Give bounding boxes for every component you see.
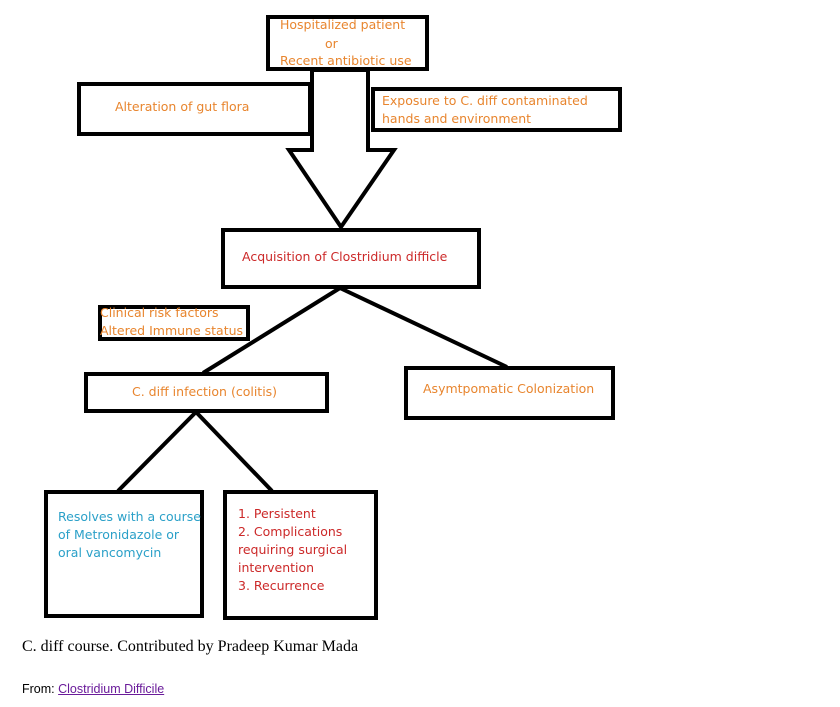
outcomes-text-3: requiring surgical — [238, 542, 348, 557]
source-line: From: Clostridium Difficile — [22, 682, 164, 696]
resolves-text-2: of Metronidazole or — [58, 527, 180, 542]
gut-flora-box — [77, 82, 312, 136]
resolves-text-1: Resolves with a course — [58, 509, 201, 524]
exposure-box — [371, 87, 622, 132]
risk-factors-box — [98, 305, 250, 341]
acquisition-box — [221, 228, 481, 289]
start-text-2: or — [325, 36, 338, 51]
outcomes-text-4: intervention — [238, 560, 315, 575]
exposure-text-1: Exposure to C. diff contaminated — [382, 93, 588, 108]
colonization-box — [404, 366, 615, 420]
source-prefix: From: — [22, 682, 55, 696]
infection-text: C. diff infection (colitis) — [132, 384, 278, 399]
resolves-text-3: oral vancomycin — [58, 545, 162, 560]
connector-acquisition-to-colonization — [339, 286, 508, 369]
connector-infection-to-outcomes — [194, 410, 274, 493]
outcomes-box — [223, 490, 378, 620]
outcomes-text-2: 2. Complications — [238, 524, 343, 539]
gut-flora-text: Alteration of gut flora — [115, 99, 250, 114]
colonization-text: Asymtpomatic Colonization — [423, 381, 595, 396]
figure-caption: C. diff course. Contributed by Pradeep K… — [22, 638, 359, 655]
start-box — [266, 15, 429, 71]
down-arrow — [285, 68, 398, 231]
exposure-text-2: hands and environment — [382, 111, 532, 126]
source-link[interactable]: Clostridium Difficile — [58, 682, 165, 696]
outcomes-text-1: 1. Persistent — [238, 506, 316, 521]
acquisition-text: Acquisition of Clostridium difficle — [242, 249, 448, 264]
start-text-3: Recent antibiotic use — [280, 53, 412, 68]
risk-factors-text-2: Altered Immune status — [100, 323, 244, 338]
connector-acquisition-to-infection — [201, 286, 342, 375]
resolves-box — [44, 490, 204, 618]
connector-infection-to-resolves — [116, 410, 198, 493]
outcomes-text-5: 3. Recurrence — [238, 578, 325, 593]
risk-factors-text-1: Clinical risk factors — [100, 305, 219, 320]
infection-box — [84, 372, 329, 413]
start-text-1: Hospitalized patient — [280, 17, 406, 32]
